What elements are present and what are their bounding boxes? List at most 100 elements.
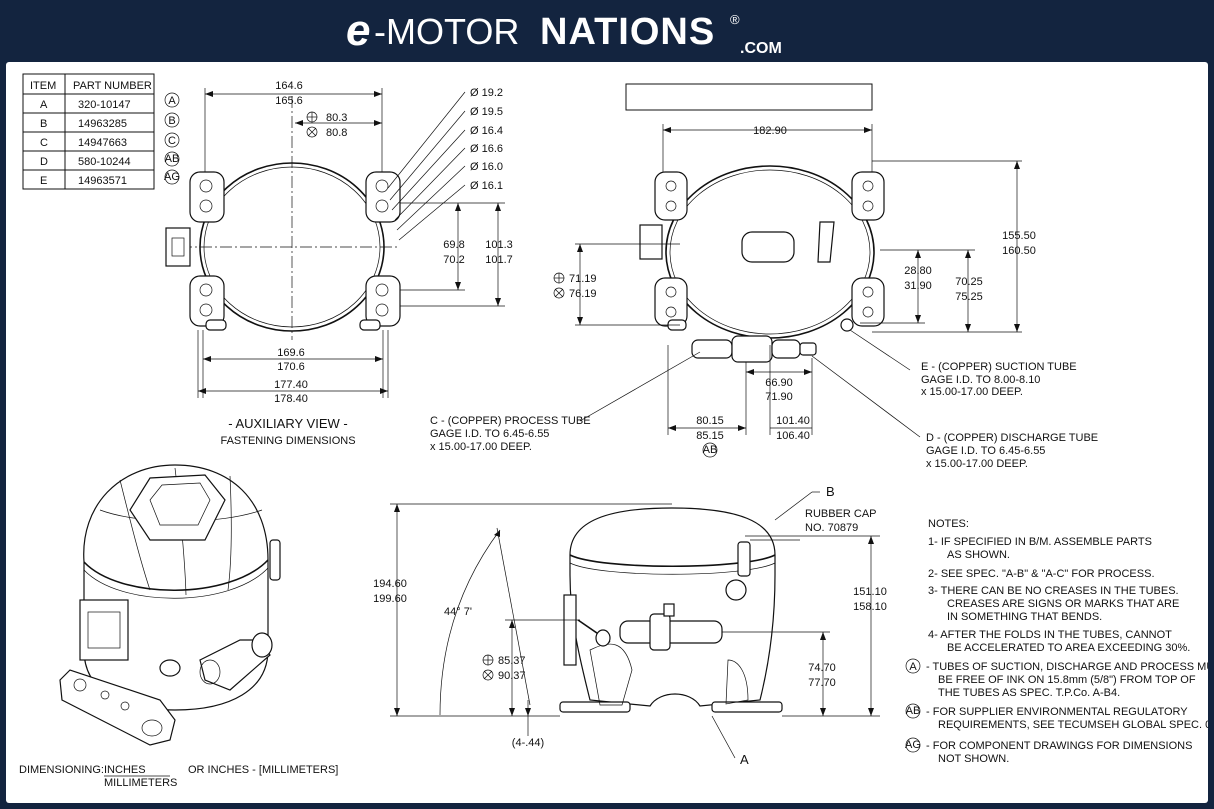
aux-view-title: - AUXILIARY VIEW -: [228, 416, 347, 431]
table-row-item: E: [40, 175, 47, 187]
aux-h-outer-1: 101.3: [485, 239, 513, 251]
aux-dia-3: Ø 16.4: [470, 125, 503, 137]
note-4b: BE ACCELERATED TO AREA EXCEEDING 30%.: [947, 642, 1190, 654]
table-row-item: B: [40, 118, 47, 130]
logo-nations: NATIONS: [540, 11, 715, 53]
top-h-a-2: 31.90: [904, 280, 932, 292]
top-d-mid-1: 66.90: [765, 377, 793, 389]
note-a-line3: THE TUBES AS SPEC. T.P.Co. A-B4.: [938, 687, 1120, 699]
aux-width-top-1: 164.6: [275, 80, 303, 92]
logo[interactable]: e -MOTOR NATIONS ® .COM: [0, 0, 1214, 62]
top-h-c-1: 155.50: [1002, 230, 1036, 242]
side-overall-h-2: 199.60: [373, 593, 407, 605]
side-tube-h-1: 85.37: [498, 655, 526, 667]
side-overall-h-1: 194.60: [373, 578, 407, 590]
note-1a: 1- IF SPECIFIED IN B/M. ASSEMBLE PARTS: [928, 536, 1152, 548]
note-3a: 3- THERE CAN BE NO CREASES IN THE TUBES.: [928, 585, 1179, 597]
note-3b: CREASES ARE SIGNS OR MARKS THAT ARE: [947, 598, 1179, 610]
side-view: B RUBBER CAP NO. 70879 A 194.60 199.60 4…: [373, 484, 887, 767]
side-angle: 44° 7': [444, 606, 472, 618]
note-a-line1: - TUBES OF SUCTION, DISCHARGE AND PROCES…: [926, 661, 1208, 673]
rubber-cap-line1: RUBBER CAP: [805, 508, 877, 520]
parts-table: ITEM PART NUMBER A 320-10147 B 14963285 …: [22, 73, 180, 190]
dimensioning-label: DIMENSIONING:: [19, 764, 104, 776]
top-h-c-2: 160.50: [1002, 245, 1036, 257]
note-ab-line1: - FOR SUPPLIER ENVIRONMENTAL REGULATORY: [926, 706, 1188, 718]
side-dome-h-1: 151.10: [853, 586, 887, 598]
tube-c-line1: C - (COPPER) PROCESS TUBE: [430, 415, 591, 427]
side-label-a: A: [740, 752, 749, 767]
aux-w-bot-1: 177.40: [274, 379, 308, 391]
note-2: 2- SEE SPEC. "A-B" & "A-C" FOR PROCESS.: [928, 568, 1155, 580]
top-d-left-2: 85.15: [696, 430, 724, 442]
dimensioning-footer: DIMENSIONING: INCHES MILLIMETERS OR INCH…: [19, 764, 338, 789]
aux-h-inner-2: 70.2: [443, 254, 464, 266]
note-ab-symbol: AB: [906, 705, 921, 717]
note-4a: 4- AFTER THE FOLDS IN THE TUBES, CANNOT: [928, 629, 1172, 641]
tube-c-line2: GAGE I.D. TO 6.45-6.55: [430, 428, 549, 440]
tube-d-line3: x 15.00-17.00 DEEP.: [926, 458, 1028, 470]
note-ag-symbol: AG: [905, 739, 921, 751]
top-h-b-1: 70.25: [955, 276, 983, 288]
logo-motor: -MOTOR: [374, 11, 519, 52]
symbol-a: A: [168, 95, 176, 107]
aux-view-subtitle: FASTENING DIMENSIONS: [220, 435, 355, 447]
logo-registered: ®: [730, 12, 740, 27]
dimensioning-inches: INCHES: [104, 764, 146, 776]
table-row-part: 320-10147: [78, 99, 131, 111]
top-view: 182.90 71.19 76.19: [430, 83, 1098, 470]
symbol-b: B: [168, 115, 175, 127]
top-left-h-1: 71.19: [569, 273, 597, 285]
dimensioning-mm: MILLIMETERS: [104, 777, 177, 789]
rubber-cap-line2: NO. 70879: [805, 522, 858, 534]
aux-dia-2: Ø 19.5: [470, 106, 503, 118]
table-row-item: D: [40, 156, 48, 168]
aux-w-mid-1: 169.6: [277, 347, 305, 359]
technical-drawing: ITEM PART NUMBER A 320-10147 B 14963285 …: [19, 73, 1208, 789]
table-row-item: C: [40, 137, 48, 149]
note-3c: IN SOMETHING THAT BENDS.: [947, 611, 1102, 623]
aux-dia-4: Ø 16.6: [470, 143, 503, 155]
aux-w-bot-2: 178.40: [274, 393, 308, 405]
drawing-sheet: ITEM PART NUMBER A 320-10147 B 14963285 …: [6, 62, 1208, 803]
side-foot: (4-.44): [512, 737, 544, 749]
table-row-part: 14947663: [78, 137, 127, 149]
top-d-mid-2: 71.90: [765, 391, 793, 403]
aux-width-top-2: 165.6: [275, 95, 303, 107]
top-d-left-symbol: AB: [703, 444, 718, 456]
aux-dia-5: Ø 16.0: [470, 161, 503, 173]
blank-title-box: [625, 83, 873, 111]
tube-e-line1: E - (COPPER) SUCTION TUBE: [921, 361, 1077, 373]
top-h-b-2: 75.25: [955, 291, 983, 303]
symbol-ab: AB: [165, 153, 180, 165]
note-a-symbol: A: [909, 661, 917, 673]
aux-w-mid-2: 170.6: [277, 361, 305, 373]
tube-d-line1: D - (COPPER) DISCHARGE TUBE: [926, 432, 1098, 444]
side-tube-h-2: 90.37: [498, 670, 526, 682]
table-header-item: ITEM: [30, 80, 56, 92]
side-label-b: B: [826, 484, 835, 499]
symbol-c: C: [168, 135, 176, 147]
side-discharge-h-1: 74.70: [808, 662, 836, 674]
site-header: e -MOTOR NATIONS ® .COM: [0, 0, 1214, 62]
aux-offset-2: 80.8: [326, 127, 347, 139]
notes-title: NOTES:: [928, 518, 969, 530]
top-d-right-2: 106.40: [776, 430, 810, 442]
top-width: 182.90: [753, 125, 787, 137]
table-row-part: 580-10244: [78, 156, 131, 168]
tube-d-line2: GAGE I.D. TO 6.45-6.55: [926, 445, 1045, 457]
note-ag-line1: - FOR COMPONENT DRAWINGS FOR DIMENSIONS: [926, 740, 1192, 752]
tube-e-line2: GAGE I.D. TO 8.00-8.10: [921, 374, 1040, 386]
table-row-part: 14963571: [78, 175, 127, 187]
note-ab-line2: REQUIREMENTS, SEE TECUMSEH GLOBAL SPEC. …: [938, 719, 1208, 731]
top-d-left-1: 80.15: [696, 415, 724, 427]
logo-e: e: [346, 6, 370, 55]
tube-c-line3: x 15.00-17.00 DEEP.: [430, 441, 532, 453]
top-h-a-1: 28.80: [904, 265, 932, 277]
note-ag-line2: NOT SHOWN.: [938, 753, 1009, 765]
logo-com: .COM: [740, 40, 782, 57]
aux-h-inner-1: 69.8: [443, 239, 464, 251]
side-dome-h-2: 158.10: [853, 601, 887, 613]
side-discharge-h-2: 77.70: [808, 677, 836, 689]
isometric-view: [59, 464, 281, 746]
